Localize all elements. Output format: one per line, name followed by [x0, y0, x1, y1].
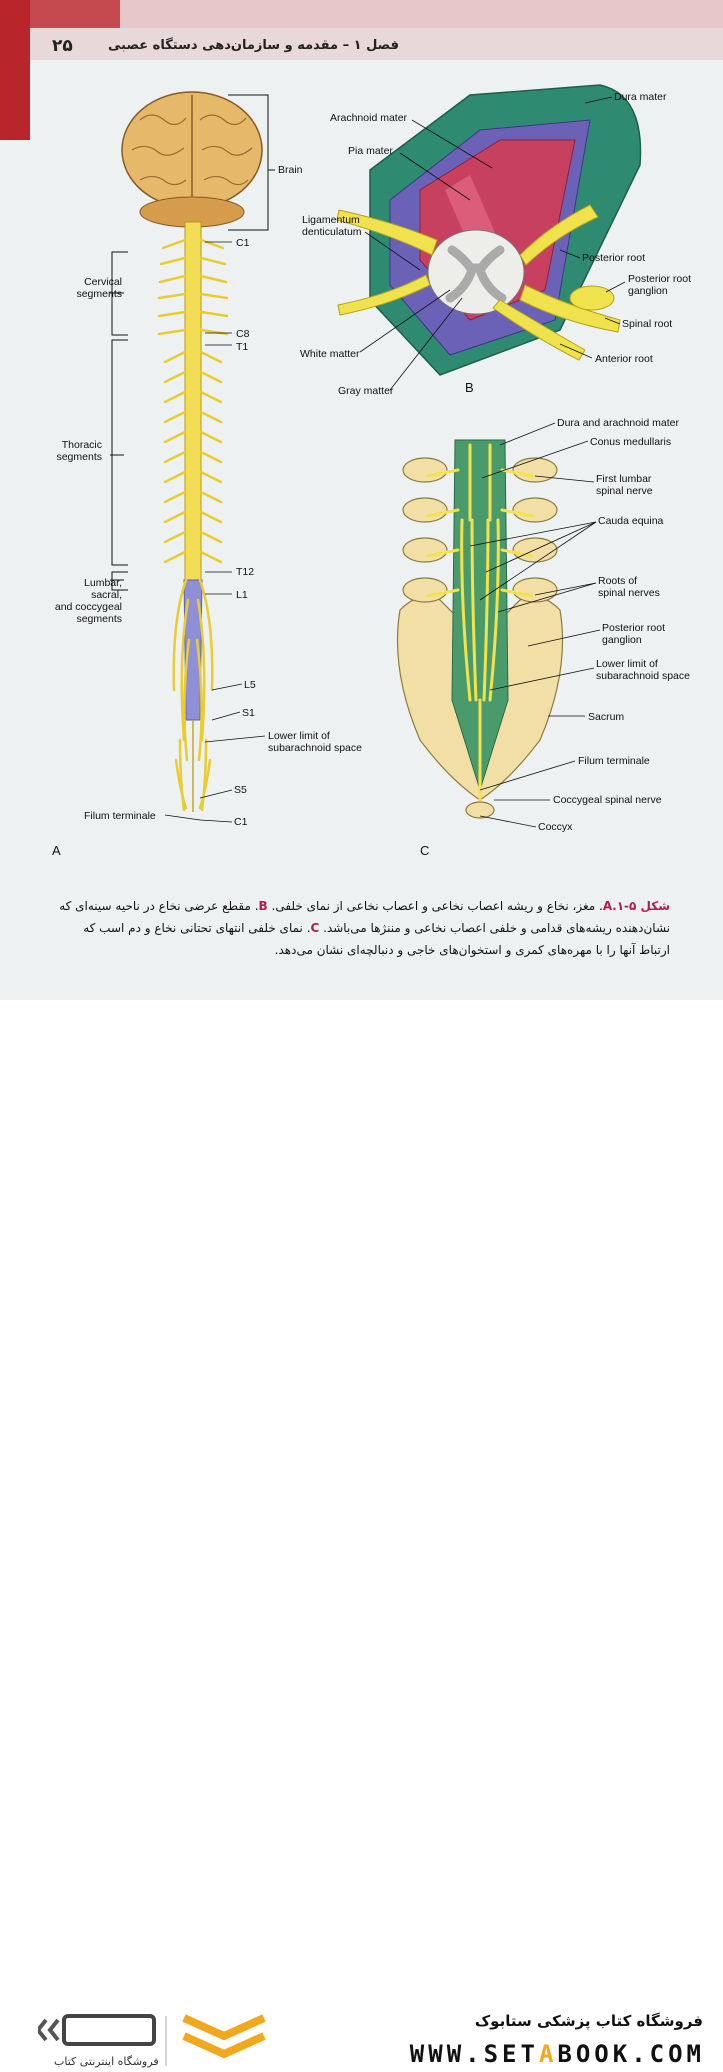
caption-text-b: . مقطع عرضی نخاع در ناحیه سینه‌ای که نشا…: [59, 899, 670, 935]
panel-a-illustration: [110, 91, 275, 823]
label-first-lumbar-nerve: First lumbar spinal nerve: [596, 473, 653, 497]
label-anterior-root: Anterior root: [595, 353, 653, 365]
label-c1-bottom: C1: [234, 816, 248, 828]
label-dura-mater: Dura mater: [614, 91, 667, 103]
label-sacrum: Sacrum: [588, 711, 625, 723]
label-arachnoid-mater: Arachnoid mater: [330, 112, 408, 124]
label-posterior-root-ganglion-c: Posterior root ganglion: [602, 622, 666, 646]
panel-a-letter: A: [52, 843, 61, 858]
label-roots-spinal-nerves: Roots of spinal nerves: [598, 575, 660, 599]
top-band: [120, 0, 723, 28]
label-l1: L1: [236, 589, 248, 601]
label-cervical-segments: Cervical segments: [76, 276, 122, 300]
label-spinal-root: Spinal root: [622, 318, 673, 330]
chapter-title: فصل ۱ – مقدمه و سازمان‌دهی دستگاه عصبی: [107, 38, 399, 53]
label-coccyx: Coccyx: [538, 821, 573, 833]
label-posterior-root: Posterior root: [582, 252, 646, 264]
caption-label: شکل ۵-۱.: [612, 899, 670, 913]
book-page: ۲۵ فصل ۱ – مقدمه و سازمان‌دهی دستگاه عصب…: [0, 0, 723, 1000]
label-conus-medullaris: Conus medullaris: [590, 436, 672, 448]
anatomy-figure: [110, 84, 642, 828]
label-t12: T12: [236, 566, 255, 578]
caption-a: A: [602, 899, 613, 913]
logo-subtitle: فروشگاه اینترنتی کتاب: [54, 2055, 159, 2068]
url-part-2: BOOK.COM: [557, 2040, 705, 2068]
label-filum-a: Filum terminale: [84, 810, 156, 822]
page-header: [30, 28, 723, 60]
label-s1: S1: [242, 707, 255, 719]
label-gray-matter: Gray matter: [338, 385, 394, 397]
label-posterior-root-ganglion-b: Posterior root ganglion: [628, 273, 692, 297]
store-url[interactable]: WWW.SETABOOK.COM: [410, 2040, 705, 2068]
chapter-color-tab-top: [30, 0, 120, 28]
label-ligamentum-denticulatum: Ligamentum denticulatum: [302, 214, 362, 238]
label-lumbar-sacral-coccygeal: Lumbar, sacral, and coccygeal segments: [54, 577, 122, 625]
label-c1-top: C1: [236, 237, 250, 249]
label-lower-limit-a: Lower limit of subarachnoid space: [268, 730, 362, 754]
url-part-1: WWW.SET: [409, 2040, 539, 2068]
store-name: فروشگاه کتاب پزشکی ستابوک: [474, 2012, 703, 2030]
label-lower-limit-c: Lower limit of subarachnoid space: [596, 658, 690, 682]
caption-text-a: . مغز، نخاع و ریشه اعصاب نخاعی و اعصاب ن…: [267, 899, 603, 913]
label-white-matter: White matter: [300, 348, 360, 360]
label-coccygeal-nerve: Coccygeal spinal nerve: [553, 794, 662, 806]
panel-b-letter: B: [465, 380, 474, 395]
caption-text-c: . نمای خلفی انتهای تحتانی نخاع و دم اسب …: [83, 921, 670, 957]
url-highlight: A: [538, 2040, 558, 2068]
panel-b-illustration: [336, 84, 642, 391]
store-footer: فروشگاه اینترنتی کتاب فروشگاه کتاب پزشکی…: [0, 1000, 723, 2068]
caption-b: B: [258, 899, 268, 913]
label-dura-arachnoid: Dura and arachnoid mater: [557, 417, 679, 429]
label-s5: S5: [234, 784, 247, 796]
label-cauda-equina: Cauda equina: [598, 515, 664, 527]
label-brain: Brain: [278, 164, 303, 176]
label-thoracic-segments: Thoracic segments: [56, 439, 102, 463]
label-c8: C8: [236, 328, 250, 340]
panel-c-letter: C: [420, 843, 430, 858]
label-l5: L5: [244, 679, 256, 691]
chapter-color-tab: [0, 0, 30, 140]
figure-caption: شکل ۵-۱.A. مغز، نخاع و ریشه اعصاب نخاعی …: [50, 895, 670, 961]
caption-c: C: [310, 921, 320, 935]
label-pia-mater: Pia mater: [348, 145, 393, 157]
panel-c-illustration: [396, 422, 601, 828]
page-number: ۲۵: [52, 36, 73, 56]
label-filum-c: Filum terminale: [578, 755, 650, 767]
label-t1: T1: [236, 341, 249, 353]
